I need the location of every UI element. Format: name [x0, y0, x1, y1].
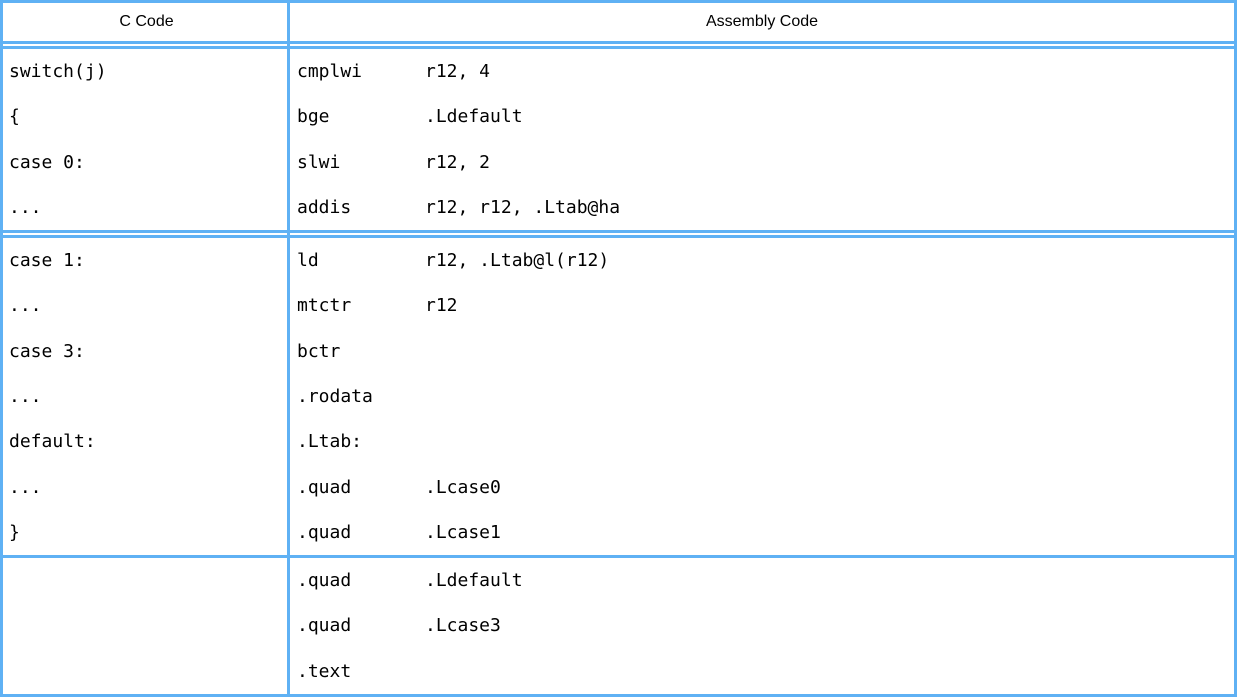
header-separator	[3, 41, 1234, 49]
table-row: ... mtctr r12	[3, 283, 1234, 328]
table-row: { bge .Ldefault	[3, 94, 1234, 139]
assembly-operands: .Ldefault	[425, 570, 523, 592]
assembly-cell: mtctr r12	[290, 295, 1234, 316]
table-row: case 0: slwi r12, 2	[3, 140, 1234, 185]
assembly-operands: r12, .Ltab@l(r12)	[425, 250, 610, 272]
table-row: case 1: ld r12, .Ltab@l(r12)	[3, 238, 1234, 283]
assembly-cell: addis r12, r12, .Ltab@ha	[290, 197, 1234, 218]
assembly-cell: .quad .Lcase3	[290, 615, 1234, 636]
table-row: ... .quad .Lcase0	[3, 464, 1234, 509]
assembly-operands: r12, 2	[425, 151, 491, 173]
assembly-operands: r12	[425, 295, 458, 317]
assembly-cell: bctr	[290, 341, 1234, 362]
table-row: ... addis r12, r12, .Ltab@ha	[3, 185, 1234, 230]
assembly-cell: .rodata	[290, 386, 1234, 407]
assembly-mnemonic: .quad	[297, 521, 352, 543]
assembly-mnemonic: ld	[297, 250, 319, 272]
assembly-mnemonic: .quad	[297, 615, 352, 637]
assembly-operands: .Lcase0	[425, 476, 501, 498]
c-code-cell: ...	[9, 196, 42, 218]
assembly-cell: bge .Ldefault	[290, 106, 1234, 127]
table-row: default: .Ltab:	[3, 419, 1234, 464]
assembly-mnemonic: slwi	[297, 151, 341, 173]
header-c-code: C Code	[119, 13, 174, 30]
assembly-cell: .quad .Lcase0	[290, 477, 1234, 498]
c-code-cell: default:	[9, 431, 96, 453]
assembly-cell: .quad .Ldefault	[290, 570, 1234, 591]
table-header: C Code Assembly Code	[3, 3, 1234, 41]
table-row: ... .rodata	[3, 374, 1234, 419]
header-assembly-code: Assembly Code	[705, 13, 819, 30]
c-code-cell: case 1:	[9, 250, 85, 272]
assembly-cell: .Ltab:	[290, 431, 1234, 452]
assembly-mnemonic: .quad	[297, 476, 352, 498]
assembly-mnemonic: .Ltab:	[297, 431, 363, 453]
assembly-operands: r12, r12, .Ltab@ha	[425, 196, 621, 218]
assembly-mnemonic: mtctr	[297, 295, 352, 317]
c-code-cell: ...	[9, 295, 42, 317]
assembly-mnemonic: addis	[297, 196, 352, 218]
assembly-operands: r12, 4	[425, 61, 491, 83]
group-separator	[3, 230, 1234, 239]
table-body: switch(j) cmplwi r12, 4 { bge .Ldefault case 0…	[3, 49, 1234, 694]
assembly-mnemonic: .quad	[297, 570, 352, 592]
assembly-mnemonic: bctr	[297, 340, 341, 362]
assembly-mnemonic: .rodata	[297, 385, 373, 407]
assembly-mnemonic: cmplwi	[297, 61, 363, 83]
c-code-cell: ...	[9, 476, 42, 498]
column-divider	[287, 3, 290, 694]
table-row: .quad .Lcase3	[3, 603, 1234, 648]
table-row: } .quad .Lcase1	[3, 510, 1234, 555]
c-code-cell: ...	[9, 385, 42, 407]
c-code-cell: }	[9, 521, 20, 543]
assembly-cell: .quad .Lcase1	[290, 522, 1234, 543]
c-code-cell: case 0:	[9, 151, 85, 173]
c-code-cell: case 3:	[9, 340, 85, 362]
assembly-mnemonic: .text	[297, 660, 352, 682]
assembly-cell: slwi r12, 2	[290, 152, 1234, 173]
assembly-cell: .text	[290, 661, 1234, 682]
assembly-cell: ld r12, .Ltab@l(r12)	[290, 250, 1234, 271]
assembly-operands: .Lcase3	[425, 615, 501, 637]
assembly-operands: .Lcase1	[425, 521, 501, 543]
table-row: .text	[3, 648, 1234, 693]
assembly-mnemonic: bge	[297, 106, 330, 128]
c-code-cell: switch(j)	[9, 61, 107, 83]
assembly-operands: .Ldefault	[425, 106, 523, 128]
table-row: case 3: bctr	[3, 329, 1234, 374]
table-row: .quad .Ldefault	[3, 558, 1234, 603]
c-code-cell: {	[9, 106, 20, 128]
assembly-cell: cmplwi r12, 4	[290, 61, 1234, 82]
group-separator	[3, 554, 1234, 558]
table-row: switch(j) cmplwi r12, 4	[3, 49, 1234, 94]
